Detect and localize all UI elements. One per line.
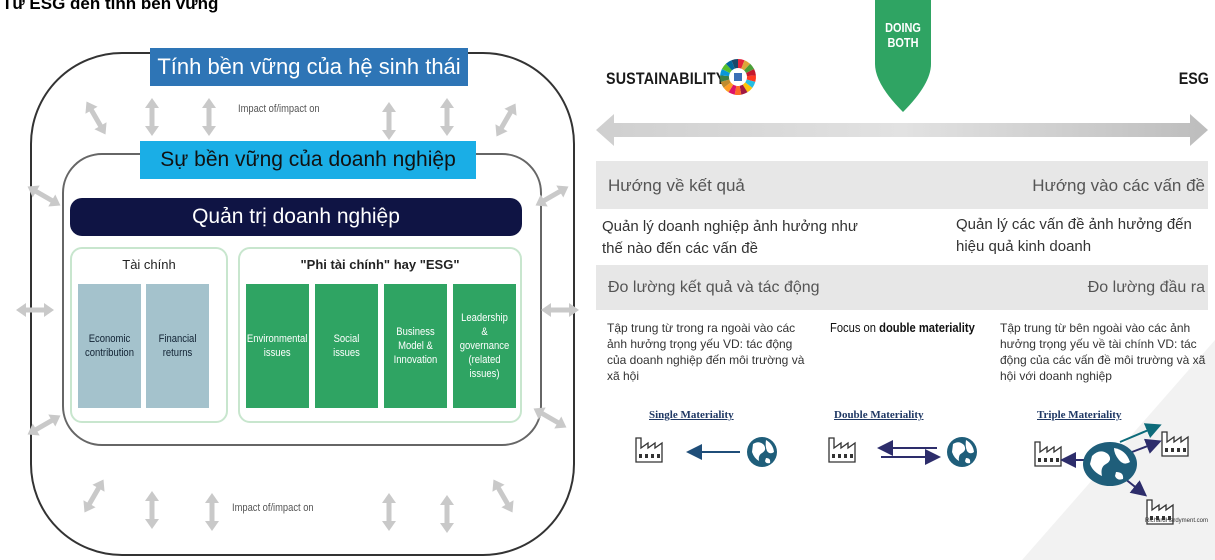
sdg-wheel-segment: [720, 79, 731, 88]
measure-left-label: Đo lường kết quả và tác động: [608, 279, 820, 296]
double-arrow-icon: [440, 495, 454, 533]
globe-icon: [947, 437, 977, 467]
environmental-issues-tile: Environmental issues: [246, 284, 309, 408]
double-arrow-icon: [382, 102, 396, 140]
double-arrow-icon: [145, 98, 159, 136]
triple-materiality-label: Triple Materiality: [1037, 409, 1122, 421]
sdg-wheel-segment: [728, 84, 737, 95]
spectrum-arrow-icon: [596, 114, 1208, 146]
double-arrow-icon: [530, 402, 570, 433]
sdg-wheel-segment: [721, 63, 732, 73]
sdg-wheel-segment: [723, 82, 734, 93]
business-sustainability-label: Sự bền vững của doanh nghiệp: [140, 141, 476, 179]
business-model-tile: Business Model & Innovation: [384, 284, 447, 408]
focus-bold: double materiality: [879, 320, 975, 335]
results-oriented-label: Hướng về kết quả: [608, 176, 745, 195]
doing-both-pin-icon: [875, 0, 931, 112]
orientation-band: [596, 161, 1208, 209]
sustainability-layers-diagram: Tính bền vững của hệ sinh thái Impact of…: [0, 0, 590, 560]
impact-label-bottom: Impact of/impact on: [232, 502, 314, 514]
sustainability-heading: SUSTAINABILITY: [606, 69, 726, 88]
sdg-wheel-segment: [742, 82, 753, 93]
sdg-wheel-segment: [741, 60, 751, 71]
sdg-wheel-segment: [734, 85, 742, 95]
sdg-wheel-segment: [745, 79, 756, 88]
double-arrow-icon: [382, 493, 396, 531]
sustainability-vs-esg-diagram: SUSTAINABILITY ESG DOING BOTH Hướng về k…: [592, 0, 1215, 560]
factory-icon: [635, 437, 663, 463]
sdg-wheel-segment: [746, 75, 756, 82]
double-arrow-icon: [205, 493, 219, 531]
measurement-band: [596, 265, 1208, 310]
financial-panel-title: Tài chính: [122, 257, 176, 272]
corporate-governance-label: Quản trị doanh nghiệp: [70, 198, 522, 236]
pin-line-2: BOTH: [887, 35, 919, 50]
focus-right-text: Tập trung từ bên ngoài vào các ảnh hưởng…: [1000, 321, 1206, 383]
double-arrow-icon: [487, 476, 518, 516]
esg-panel-title: "Phi tài chính" hay "ESG": [300, 257, 460, 272]
double-arrow-icon: [532, 180, 572, 211]
sdg-wheel-segment: [739, 84, 748, 95]
materiality-illustrations: [635, 423, 1189, 525]
leadership-governance-tile: Leadership & governance (related issues): [453, 284, 516, 408]
issues-oriented-label: Hướng vào các vấn đề: [1032, 176, 1205, 195]
double-arrow-icon: [440, 98, 454, 136]
globe-icon: [747, 437, 777, 467]
sdg-wheel-segment: [738, 59, 745, 69]
double-arrow-icon: [202, 98, 216, 136]
factory-icon: [1161, 431, 1189, 457]
sdg-wheel-segment: [720, 68, 730, 77]
impact-label-top: Impact of/impact on: [238, 103, 320, 115]
esg-heading: ESG: [1178, 69, 1209, 88]
double-arrow-icon: [80, 98, 111, 138]
ecosystem-sustainability-label: Tính bền vững của hệ sinh thái: [150, 48, 468, 86]
double-materiality-label: Double Materiality: [834, 409, 924, 421]
double-arrow-icon: [16, 303, 54, 317]
double-arrow-icon: [145, 491, 159, 529]
sdg-wheel-segment: [731, 59, 738, 69]
manage-right-text: Quản lý các vấn đề ảnh hưởng đến hiệu qu…: [956, 216, 1192, 255]
sdg-wheel-segment: [720, 75, 730, 82]
manage-left-text: Quản lý doanh nghiệp ảnh hưởng như thế n…: [602, 218, 858, 257]
sdg-wheel-segment: [744, 63, 755, 73]
page-title: Từ ESG đến tính bền vững: [2, 0, 219, 13]
measure-right-label: Đo lường đầu ra: [1087, 279, 1205, 296]
double-arrow-icon: [24, 180, 64, 211]
doing-both-label: DOING BOTH: [878, 20, 928, 50]
sdg-wheel-icon: [720, 59, 756, 95]
double-arrow-icon: [541, 303, 579, 317]
double-arrow-icon: [24, 409, 64, 440]
double-arrow-icon: [490, 100, 521, 140]
pin-line-1: DOING: [885, 20, 921, 35]
single-materiality-label: Single Materiality: [649, 409, 734, 421]
double-arrow-icon: [78, 476, 109, 516]
sdg-wheel-segment: [725, 60, 735, 71]
social-issues-tile: Social issues: [315, 284, 378, 408]
financial-panel: Tài chính: [70, 247, 228, 423]
focus-double-materiality: Focus on double materiality: [830, 320, 975, 335]
esg-panel: "Phi tài chính" hay "ESG": [238, 247, 522, 423]
source-credit: RichardHardyment.com: [1145, 518, 1209, 524]
focus-left-text: Tập trung từ trong ra ngoài vào các ảnh …: [607, 321, 805, 383]
focus-prefix: Focus on: [830, 320, 876, 335]
economic-contribution-tile: Economic contribution: [78, 284, 141, 408]
financial-returns-tile: Financial returns: [146, 284, 209, 408]
sdg-wheel-segment: [746, 68, 756, 77]
factory-icon: [1034, 441, 1062, 467]
factory-icon: [828, 437, 856, 463]
